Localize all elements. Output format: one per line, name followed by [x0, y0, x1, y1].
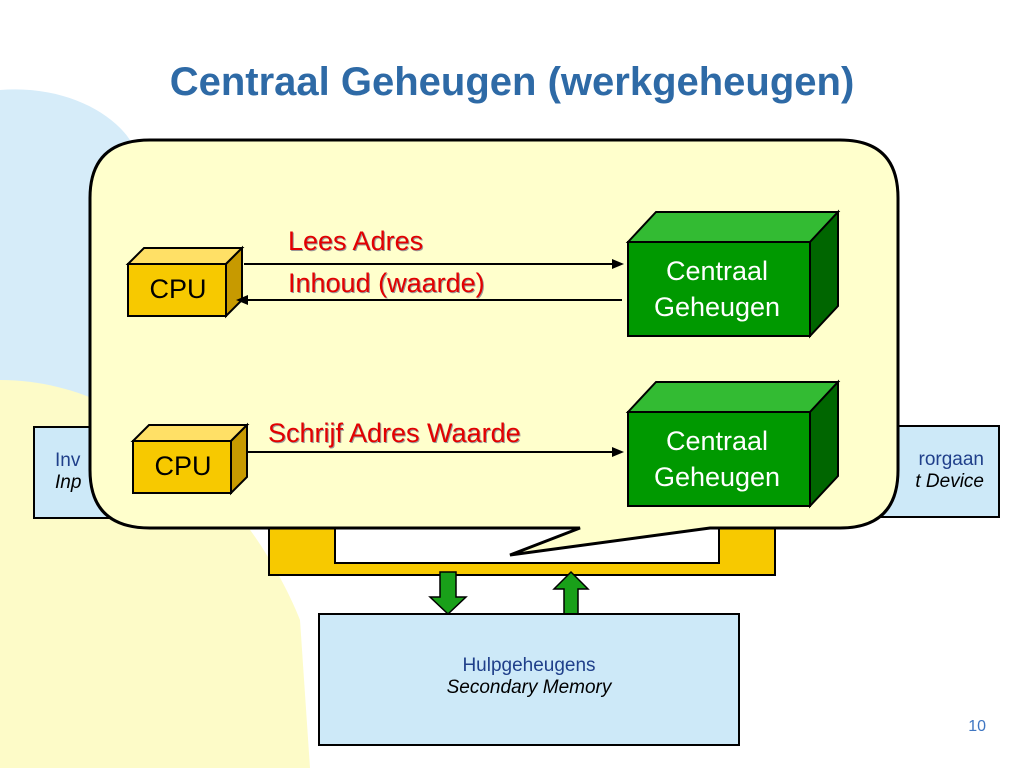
memory-read-cube — [625, 209, 841, 339]
cpu-write-cube — [130, 422, 250, 496]
output-device-label-nl: rorgaan — [918, 449, 985, 470]
cpu-read-cube — [125, 245, 245, 319]
input-device-label-nl: Inv — [55, 450, 81, 471]
page-number: 10 — [968, 718, 986, 735]
read-content-label: Inhoud (waarde) — [288, 268, 485, 298]
slide-title: Centraal Geheugen (werkgeheugen) — [169, 60, 855, 104]
secondary-memory-box: Hulpgeheugens Secondary Memory — [318, 613, 740, 746]
down-arrow — [428, 571, 468, 616]
write-label: Schrijf Adres Waarde — [268, 418, 521, 448]
secondary-memory-label-en: Secondary Memory — [446, 677, 612, 698]
input-device-label-en: Inp — [55, 472, 82, 493]
cpu-write-label: CPU — [154, 451, 212, 481]
secondary-memory-label-nl: Hulpgeheugens — [462, 655, 596, 676]
memory-write-line1: Centraal — [665, 426, 769, 456]
cpu-read-label: CPU — [149, 274, 207, 304]
memory-write-cube — [625, 379, 841, 509]
output-device-label-en: t Device — [915, 471, 984, 492]
memory-read-line2: Geheugen — [653, 292, 781, 322]
output-device-box: rorgaan t Device — [880, 425, 1000, 518]
memory-read-label: Centraal Geheugen — [628, 253, 806, 325]
memory-write-line2: Geheugen — [653, 462, 781, 492]
read-address-label: Lees Adres — [288, 226, 424, 256]
memory-read-line1: Centraal — [665, 256, 769, 286]
memory-write-label: Centraal Geheugen — [628, 423, 806, 495]
